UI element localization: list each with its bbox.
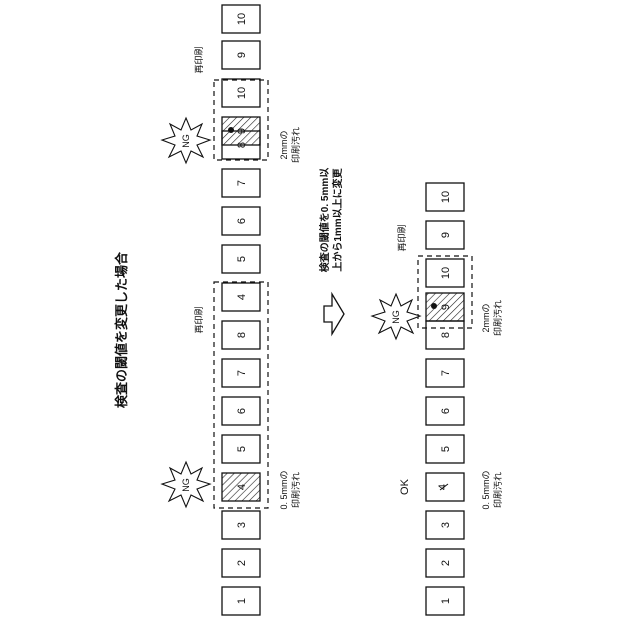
- defect-note-line2: 印刷汚れ: [290, 472, 301, 508]
- svg-text:10: 10: [440, 267, 452, 279]
- svg-text:8: 8: [236, 332, 248, 338]
- print-box: 10: [426, 259, 464, 287]
- print-box-reprint: 5: [222, 245, 260, 273]
- svg-text:4: 4: [236, 484, 248, 490]
- svg-text:7: 7: [236, 180, 248, 186]
- print-box: 3: [222, 511, 260, 539]
- print-box: 5: [426, 435, 464, 463]
- print-box: 7: [222, 359, 260, 387]
- defect-note-line1: 2mmの: [279, 131, 289, 160]
- svg-text:6: 6: [236, 218, 248, 224]
- svg-text:4: 4: [236, 294, 248, 300]
- svg-text:10: 10: [440, 191, 452, 203]
- transition-arrow: [324, 294, 344, 334]
- top-sequence: 1 2 3 4 5 6 7 8: [162, 5, 301, 615]
- print-box: 1: [426, 587, 464, 615]
- svg-text:NG: NG: [391, 310, 401, 324]
- print-box: 2: [426, 549, 464, 577]
- defect-note-line1: 2mmの: [481, 304, 491, 333]
- svg-text:5: 5: [440, 446, 452, 452]
- svg-text:9: 9: [236, 128, 248, 134]
- print-box: 9: [222, 41, 260, 69]
- print-box: 5: [222, 435, 260, 463]
- svg-text:1: 1: [236, 598, 248, 604]
- print-box: 9: [426, 221, 464, 249]
- svg-text:7: 7: [236, 370, 248, 376]
- svg-text:NG: NG: [181, 134, 191, 148]
- svg-text:5: 5: [236, 446, 248, 452]
- svg-text:4: 4: [437, 484, 449, 490]
- svg-text:3: 3: [236, 522, 248, 528]
- print-box-ok: 4: [426, 473, 464, 501]
- svg-text:9: 9: [440, 304, 452, 310]
- svg-text:3: 3: [440, 522, 452, 528]
- print-box-reprint: 7: [222, 169, 260, 197]
- svg-text:10: 10: [236, 87, 248, 99]
- print-box-defect: 9: [426, 293, 464, 321]
- print-box: 10: [222, 79, 260, 107]
- print-box-defect: 9: [222, 117, 260, 145]
- print-box: 8: [426, 321, 464, 349]
- defect-note-line2: 印刷汚れ: [492, 300, 503, 336]
- defect-note-line2: 印刷汚れ: [290, 127, 301, 163]
- svg-text:1: 1: [440, 598, 452, 604]
- print-box: 3: [426, 511, 464, 539]
- reprint-label: 再印刷: [193, 46, 204, 73]
- svg-text:7: 7: [440, 370, 452, 376]
- print-box-reprint: 4: [222, 283, 260, 311]
- svg-text:9: 9: [440, 232, 452, 238]
- svg-text:NG: NG: [181, 478, 191, 492]
- svg-text:5: 5: [236, 256, 248, 262]
- print-box: 10: [222, 5, 260, 33]
- print-box: 6: [222, 397, 260, 425]
- print-box: 8: [222, 321, 260, 349]
- ng-burst: NG: [372, 294, 420, 339]
- print-box-defect: 4: [222, 473, 260, 501]
- defect-note-line1: 0. 5mmの: [481, 470, 491, 509]
- diagram-title: 検査の閾値を変更した場合: [114, 251, 129, 408]
- svg-text:6: 6: [440, 408, 452, 414]
- defect-note-line1: 0. 5mmの: [279, 470, 289, 509]
- svg-text:10: 10: [236, 13, 248, 25]
- print-box: 1: [222, 587, 260, 615]
- print-box: 7: [426, 359, 464, 387]
- print-box: 2: [222, 549, 260, 577]
- reprint-label: 再印刷: [396, 224, 407, 251]
- svg-text:2: 2: [236, 560, 248, 566]
- ng-burst: NG: [162, 462, 210, 507]
- svg-text:6: 6: [236, 408, 248, 414]
- svg-text:2: 2: [440, 560, 452, 566]
- print-box-reprint: 6: [222, 207, 260, 235]
- bottom-sequence: 1 2 3 4 5 6 7 8: [372, 183, 503, 615]
- ok-label: OK: [399, 478, 411, 495]
- threshold-change-note-line1: 検査の閾値を0. 5mm以: [318, 168, 331, 272]
- ng-burst: NG: [162, 118, 210, 163]
- threshold-change-note-line2: 上から1mm以上に変更: [331, 167, 344, 271]
- svg-text:9: 9: [236, 52, 248, 58]
- svg-text:8: 8: [440, 332, 452, 338]
- print-box: 10: [426, 183, 464, 211]
- reprint-label: 再印刷: [193, 306, 204, 333]
- print-box: 6: [426, 397, 464, 425]
- defect-note-line2: 印刷汚れ: [492, 472, 503, 508]
